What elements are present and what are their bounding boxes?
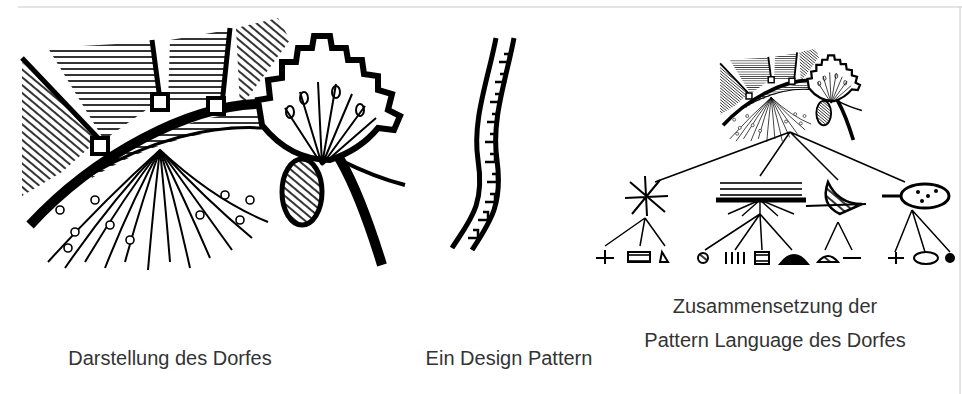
caption: Zusammensetzung der Pattern Language des… — [641, 289, 909, 357]
design-pattern-band — [452, 38, 514, 250]
caption: Ein Design Pattern — [426, 345, 593, 371]
caption: Darstellung des Dorfes — [68, 345, 271, 371]
pattern-language-tree — [596, 49, 954, 264]
village-drawing — [22, 18, 405, 270]
